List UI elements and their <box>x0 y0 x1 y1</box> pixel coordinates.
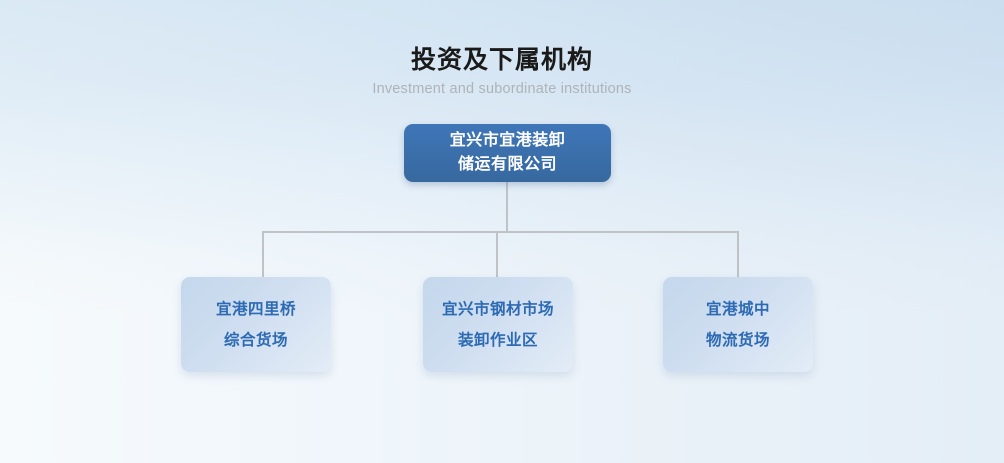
org-node-child-1[interactable]: 宜港四里桥 综合货场 <box>181 277 331 372</box>
org-node-child-1-line-1: 宜港四里桥 <box>215 300 296 318</box>
org-node-child-2-line-1: 宜兴市钢材市场 <box>441 300 554 318</box>
connector-root-stem <box>506 181 508 232</box>
org-node-child-3[interactable]: 宜港城中 物流货场 <box>663 277 813 372</box>
connector-drop-child-3 <box>737 231 739 278</box>
page-title: 投资及下属机构 <box>410 46 593 74</box>
connector-drop-child-2 <box>496 231 498 278</box>
org-node-child-2-line-2: 装卸作业区 <box>457 331 538 349</box>
org-node-child-2[interactable]: 宜兴市钢材市场 装卸作业区 <box>423 277 573 372</box>
org-node-root-line-1: 宜兴市宜港装卸 <box>449 132 566 149</box>
org-node-child-3-line-1: 宜港城中 <box>705 300 770 318</box>
page-subtitle: Investment and subordinate institutions <box>372 81 632 97</box>
connector-drop-child-1 <box>262 231 264 278</box>
org-node-root-line-2: 储运有限公司 <box>457 156 557 173</box>
page-header: 投资及下属机构 Investment and subordinate insti… <box>0 44 1004 98</box>
org-node-child-1-line-2: 综合货场 <box>223 331 288 349</box>
org-node-root[interactable]: 宜兴市宜港装卸 储运有限公司 <box>404 124 611 182</box>
org-node-child-3-line-2: 物流货场 <box>705 331 770 349</box>
connector-horizontal-bus <box>262 231 739 233</box>
